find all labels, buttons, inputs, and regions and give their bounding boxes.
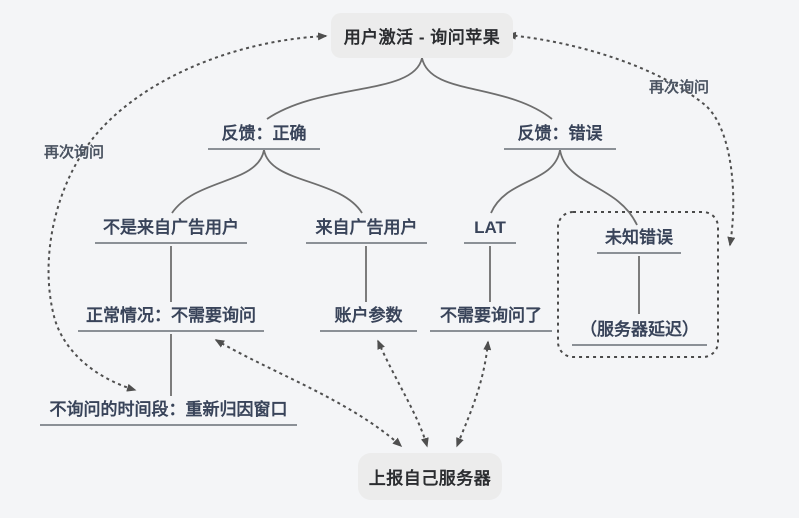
- relation-account-to-report: [377, 339, 429, 448]
- node-not-ad-user[interactable]: 不是来自广告用户: [95, 214, 247, 244]
- node-no-ask-period[interactable]: 不询问的时间段：重新归因窗口: [40, 396, 297, 426]
- node-normal-case[interactable]: 正常情况：不需要询问: [78, 302, 264, 332]
- relation-noneed-to-report: [456, 340, 492, 448]
- node-unknown-error[interactable]: 未知错误: [597, 224, 681, 254]
- node-feedback-correct[interactable]: 反馈：正确: [208, 120, 320, 150]
- node-account-params[interactable]: 账户参数: [320, 302, 417, 332]
- relation-normal-to-report: [214, 339, 403, 448]
- relation-ask-again-left: [47, 32, 328, 392]
- node-no-need-ask[interactable]: 不需要询问了: [430, 302, 552, 332]
- dashed-relations: [47, 31, 736, 448]
- node-feedback-wrong[interactable]: 反馈：错误: [504, 120, 616, 150]
- relation-label-ask-again-left[interactable]: 再次询问: [44, 144, 105, 161]
- node-root[interactable]: 用户激活 - 询问苹果: [331, 13, 513, 58]
- node-lat[interactable]: LAT: [464, 214, 516, 244]
- node-server-delay[interactable]: （服务器延迟）: [572, 316, 707, 346]
- node-report-server[interactable]: 上报自己服务器: [358, 453, 502, 500]
- relation-label-ask-again-right[interactable]: 再次询问: [649, 79, 710, 96]
- node-ad-user[interactable]: 来自广告用户: [306, 214, 427, 244]
